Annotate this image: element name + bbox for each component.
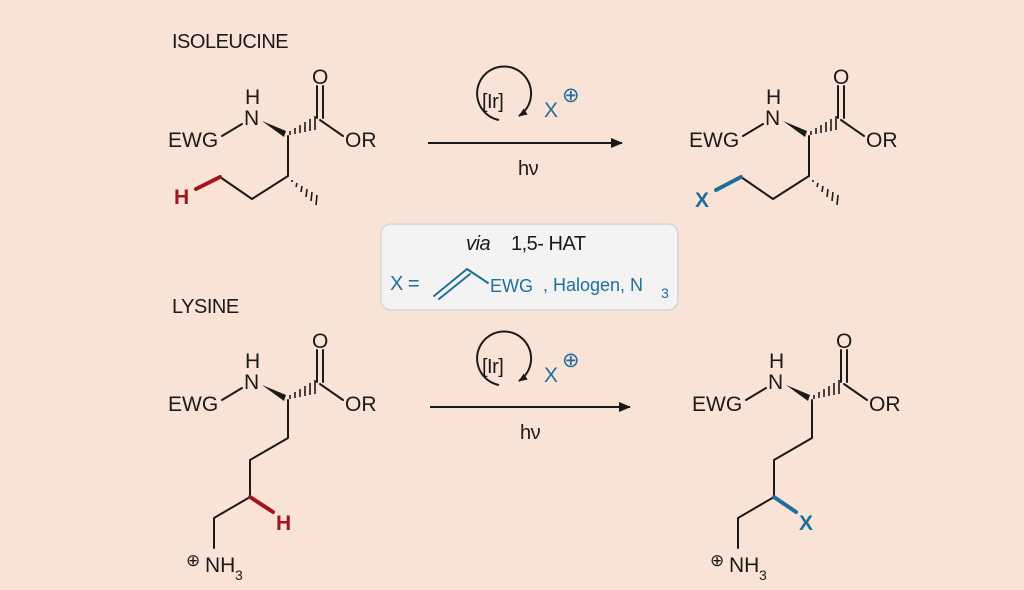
nh-hydrogen-label: H bbox=[769, 350, 784, 373]
oxygen-label: O bbox=[836, 330, 852, 353]
ammonium-subscript: 3 bbox=[235, 567, 243, 583]
installed-x: X bbox=[799, 512, 813, 535]
reaction-arrow-bottom: [Ir] X ⊕ hν bbox=[430, 330, 631, 444]
reaction-arrow-top: [Ir] X ⊕ hν bbox=[428, 65, 623, 180]
ammonium-charge: ⊕ bbox=[186, 551, 200, 570]
catalyst-label: [Ir] bbox=[482, 356, 503, 378]
ammonium-label: NH bbox=[205, 554, 235, 577]
ammonium-charge: ⊕ bbox=[710, 551, 724, 570]
section-title-isoleucine: ISOLEUCINE bbox=[172, 31, 288, 53]
alkene-ewg-label: EWG bbox=[490, 276, 533, 296]
reagent-charge: ⊕ bbox=[562, 349, 580, 372]
reagent-charge: ⊕ bbox=[562, 84, 580, 107]
or-label: OR bbox=[345, 129, 377, 152]
nitrogen-label: N bbox=[244, 107, 259, 130]
nitrogen-label: N bbox=[768, 371, 783, 394]
oxygen-label: O bbox=[312, 330, 328, 353]
or-label: OR bbox=[866, 129, 898, 152]
light-condition: hν bbox=[520, 422, 541, 444]
nh-hydrogen-label: H bbox=[766, 86, 781, 109]
hat-label: 1,5- HAT bbox=[511, 233, 586, 255]
nitrogen-label: N bbox=[244, 371, 259, 394]
ewg-label: EWG bbox=[692, 393, 742, 416]
nh-hydrogen-label: H bbox=[245, 350, 260, 373]
nh-hydrogen-label: H bbox=[245, 86, 260, 109]
reagent-x-label: X bbox=[544, 99, 558, 122]
mechanism-box: via 1,5- HAT X = EWG , Halogen, N 3 bbox=[380, 223, 679, 311]
ewg-label: EWG bbox=[168, 129, 218, 152]
x-equals-label: X = bbox=[390, 273, 419, 295]
lysine-product: EWG N H O OR X ⊕ NH 3 bbox=[692, 330, 901, 583]
installed-x: X bbox=[695, 189, 709, 212]
ammonium-label: NH bbox=[729, 554, 759, 577]
isoleucine-product: EWG N H O OR X bbox=[689, 66, 898, 212]
ewg-label: EWG bbox=[689, 129, 739, 152]
reagent-x-label: X bbox=[544, 364, 558, 387]
light-condition: hν bbox=[518, 158, 539, 180]
abstracted-hydrogen: H bbox=[276, 512, 291, 535]
section-title-lysine: LYSINE bbox=[172, 296, 239, 318]
x-options-label: , Halogen, N bbox=[543, 275, 643, 295]
hashed-bond bbox=[289, 116, 316, 135]
ewg-label: EWG bbox=[168, 393, 218, 416]
lysine-substrate: EWG N H O OR H ⊕ NH 3 bbox=[168, 330, 377, 583]
hashed-methyl bbox=[291, 180, 318, 206]
ammonium-subscript: 3 bbox=[759, 567, 767, 583]
or-label: OR bbox=[869, 393, 901, 416]
oxygen-label: O bbox=[833, 66, 849, 89]
oxygen-label: O bbox=[312, 66, 328, 89]
isoleucine-substrate: EWG N H O OR bbox=[168, 66, 377, 209]
alkene-drawing bbox=[433, 268, 489, 300]
nitrogen-label: N bbox=[765, 107, 780, 130]
or-label: OR bbox=[345, 393, 377, 416]
x-options-subscript: 3 bbox=[661, 285, 669, 301]
abstracted-hydrogen: H bbox=[174, 186, 189, 209]
catalyst-label: [Ir] bbox=[482, 91, 503, 113]
via-label: via bbox=[466, 233, 490, 255]
